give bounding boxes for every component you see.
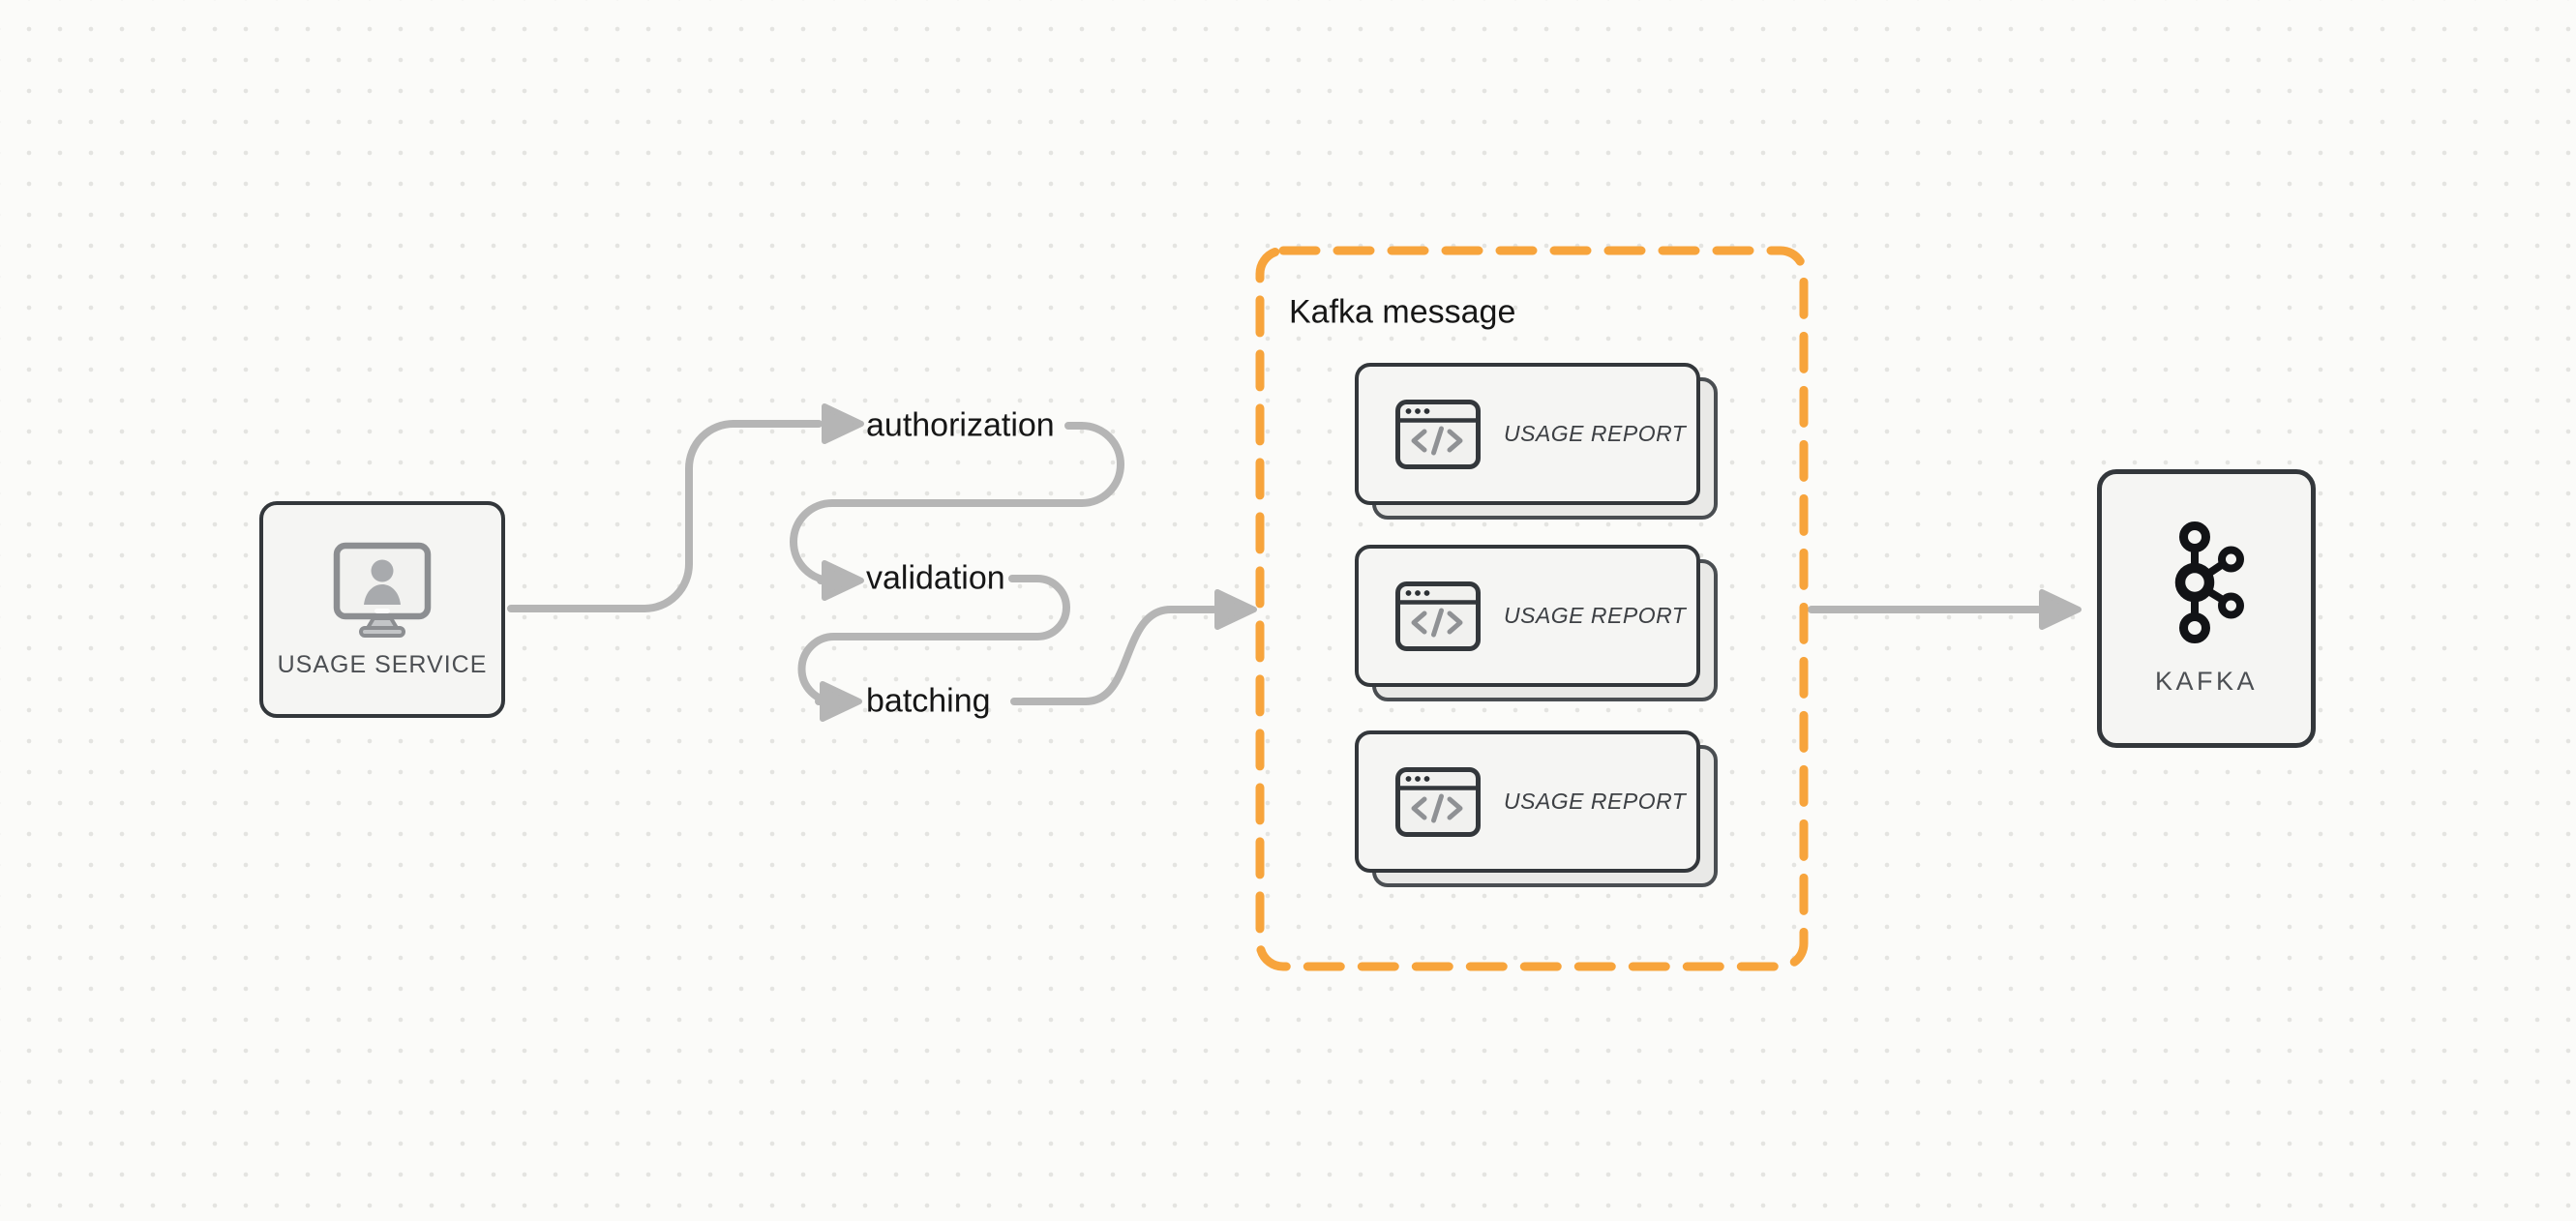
step-label-validation: validation (866, 559, 1005, 597)
step-label-authorization: authorization (866, 406, 1055, 444)
arrowhead (820, 681, 862, 722)
arrow-authorization-to-validation (790, 422, 1125, 584)
usage-report-label: USAGE REPORT (1504, 421, 1687, 446)
arrow-validation-to-batching (797, 575, 1071, 705)
arrow-batching-to-kafka-message (1010, 606, 1217, 705)
code-window-icon (1395, 399, 1481, 469)
kafka-icon (2174, 521, 2244, 643)
arrowhead (1214, 589, 1257, 630)
usage-report-card: USAGE REPORT (1355, 545, 1718, 701)
kafka-message-group-border (1255, 246, 1809, 971)
arrowhead (822, 560, 864, 601)
code-window-icon (1395, 766, 1481, 837)
usage-report-label: USAGE REPORT (1504, 603, 1687, 628)
kafka-message-group-label: Kafka message (1289, 293, 1516, 331)
monitor-user-icon (333, 542, 432, 638)
usage-report-card: USAGE REPORT (1355, 363, 1718, 520)
usage-service-label: USAGE SERVICE (277, 650, 488, 678)
arrow-usage-to-authorization (507, 420, 823, 612)
code-window-icon (1395, 581, 1481, 651)
step-label-batching: batching (866, 682, 991, 720)
usage-report-card: USAGE REPORT (1355, 730, 1718, 887)
kafka-label: KAFKA (2154, 666, 2259, 696)
kafka-node: KAFKA (2097, 469, 2316, 748)
arrowhead (822, 403, 864, 444)
arrowhead (2039, 589, 2082, 630)
usage-service-node: USAGE SERVICE (259, 501, 505, 718)
usage-report-label: USAGE REPORT (1504, 789, 1687, 814)
